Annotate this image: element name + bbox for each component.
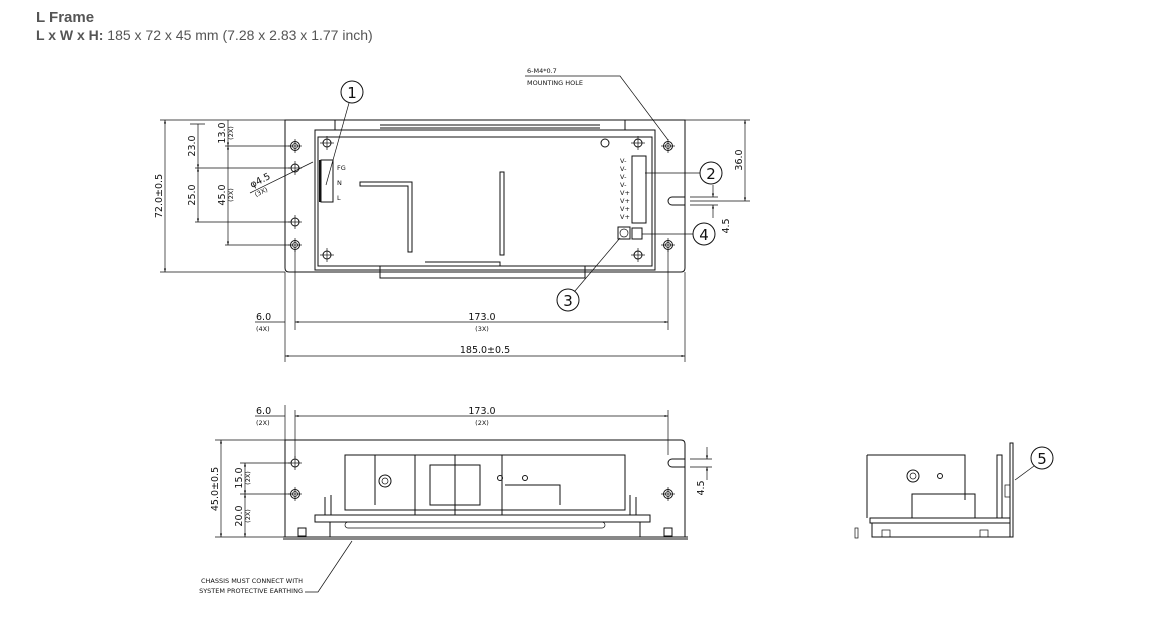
side-view: 6.0 (2X) 173.0 (2X) 45.0±0.5 15.0 (2X) 2… xyxy=(199,405,712,595)
dim-13-qty: (2X) xyxy=(227,126,235,140)
side-dim-20-qty: (2X) xyxy=(244,509,252,523)
side-dim-height: 45.0±0.5 xyxy=(210,467,221,511)
dim-173: 173.0 xyxy=(468,312,495,323)
callout-2: 2 xyxy=(706,165,716,183)
dims-label: L x W x H: xyxy=(36,27,104,43)
terminal-v-minus: V- xyxy=(620,165,627,173)
terminal-n: N xyxy=(337,179,342,187)
end-view xyxy=(854,442,1014,539)
callout-1: 1 xyxy=(347,84,357,102)
terminal-v-minus: V- xyxy=(620,181,627,189)
dimensions-line: L x W x H: 185 x 72 x 45 mm (7.28 x 2.83… xyxy=(36,27,373,43)
dim-4-5: 4.5 xyxy=(721,218,732,233)
side-dim-173: 173.0 xyxy=(468,406,495,417)
dims-value: 185 x 72 x 45 mm (7.28 x 2.83 x 1.77 inc… xyxy=(103,27,373,43)
dim-6-qty: (4X) xyxy=(256,325,270,333)
callout-4: 4 xyxy=(699,226,709,244)
earthing-note-line1: CHASSIS MUST CONNECT WITH xyxy=(201,577,303,585)
terminal-v-plus: V+ xyxy=(620,197,630,205)
earthing-note-line2: SYSTEM PROTECTIVE EARTHING xyxy=(199,587,303,595)
side-dim-6-qty: (2X) xyxy=(256,419,270,427)
dim-23: 23.0 xyxy=(187,135,198,156)
callout-3: 3 xyxy=(563,292,573,310)
dim-36: 36.0 xyxy=(734,149,745,170)
terminal-v-plus: V+ xyxy=(620,189,630,197)
side-dim-6: 6.0 xyxy=(256,406,271,417)
terminal-v-plus: V+ xyxy=(620,213,630,221)
frame-title: L Frame xyxy=(36,9,95,26)
side-dim-173-qty: (2X) xyxy=(475,419,489,427)
side-dim-15-qty: (2X) xyxy=(244,471,252,485)
mounting-spec: 6-M4*0.7 xyxy=(527,67,557,75)
callouts: 1 2 3 4 5 xyxy=(325,80,1054,481)
mounting-label: MOUNTING HOLE xyxy=(527,79,583,87)
side-dim-4-5: 4.5 xyxy=(696,480,707,495)
side-dim-20: 20.0 xyxy=(234,505,245,526)
dim-height-72: 72.0±0.5 xyxy=(154,174,165,218)
top-view: FG N L V- V- V- V- V+ V+ V+ V+ 72.0±0.5 … xyxy=(154,67,750,362)
terminal-v-minus: V- xyxy=(620,157,627,165)
dim-185: 185.0±0.5 xyxy=(460,345,510,356)
side-dim-15: 15.0 xyxy=(234,467,245,488)
dc-terminals: V- V- V- V- V+ V+ V+ V+ xyxy=(620,157,630,221)
dim-45-qty: (2X) xyxy=(227,188,235,202)
callout-5: 5 xyxy=(1037,450,1047,468)
dim-45: 45.0 xyxy=(217,184,228,205)
terminal-l: L xyxy=(337,194,341,202)
terminal-v-minus: V- xyxy=(620,173,627,181)
dim-173-qty: (3X) xyxy=(475,325,489,333)
terminal-v-plus: V+ xyxy=(620,205,630,213)
terminal-fg: FG xyxy=(337,164,346,172)
dim-13: 13.0 xyxy=(217,122,228,143)
dim-25: 25.0 xyxy=(187,184,198,205)
dim-6: 6.0 xyxy=(256,312,271,323)
